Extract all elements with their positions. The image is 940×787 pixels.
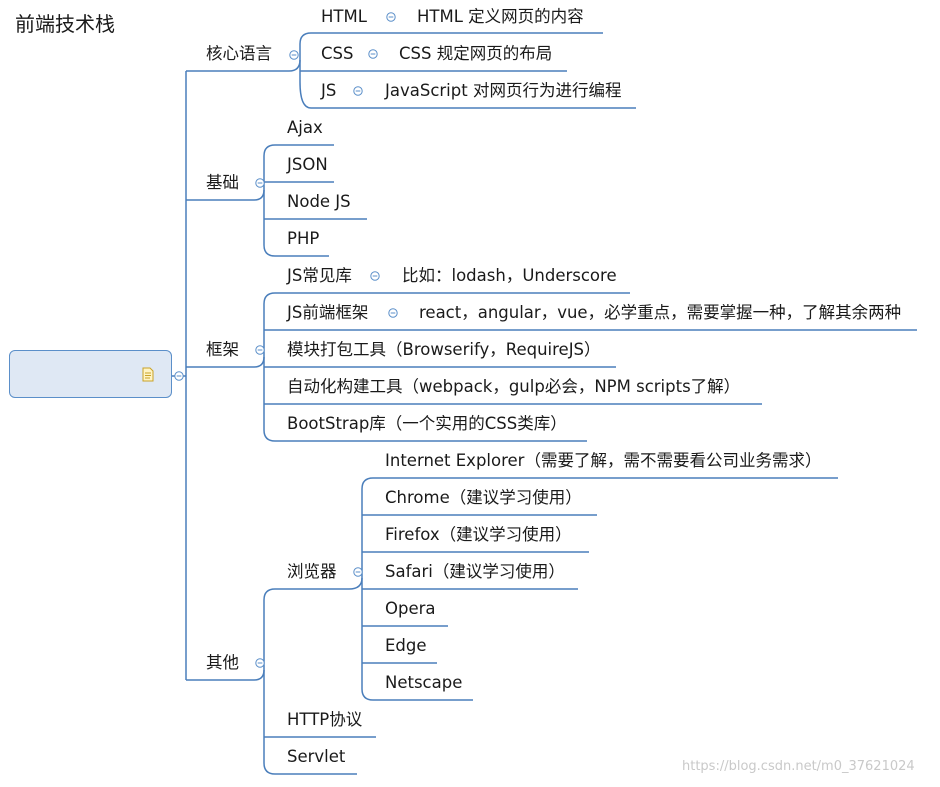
node-php[interactable]: PHP [287, 229, 320, 248]
node-http[interactable]: HTTP协议 [287, 710, 363, 729]
node-browsers[interactable]: 浏览器 [287, 562, 337, 581]
collapse-js-library-toggle-icon[interactable] [370, 271, 380, 281]
node-js-framework[interactable]: JS前端框架 [287, 303, 369, 322]
collapse-basics-toggle-icon[interactable] [255, 178, 265, 188]
node-ajax[interactable]: Ajax [287, 118, 323, 137]
node-opera[interactable]: Opera [385, 599, 436, 618]
collapse-js-framework-toggle-icon[interactable] [388, 308, 398, 318]
node-module-bundler[interactable]: 模块打包工具（Browserify，RequireJS） [287, 340, 601, 359]
watermark: https://blog.csdn.net/m0_37621024 [682, 759, 915, 774]
collapse-root-toggle-icon[interactable] [174, 371, 184, 381]
collapse-html-toggle-icon[interactable] [386, 12, 396, 22]
branch-other[interactable]: 其他 [206, 653, 239, 672]
node-js-framework-desc[interactable]: react，angular，vue，必学重点，需要掌握一种，了解其余两种 [419, 303, 902, 322]
branch-core-language[interactable]: 核心语言 [206, 44, 272, 63]
node-html-desc[interactable]: HTML 定义网页的内容 [417, 7, 584, 26]
node-nodejs[interactable]: Node JS [287, 192, 351, 211]
node-internet-explorer[interactable]: Internet Explorer（需要了解，需不需要看公司业务需求） [385, 451, 822, 470]
node-edge[interactable]: Edge [385, 636, 427, 655]
node-netscape[interactable]: Netscape [385, 673, 463, 692]
node-firefox[interactable]: Firefox（建议学习使用） [385, 525, 572, 544]
branch-frameworks[interactable]: 框架 [206, 340, 239, 359]
note-icon[interactable] [142, 367, 154, 382]
node-js-library[interactable]: JS常见库 [287, 266, 352, 285]
collapse-css-toggle-icon[interactable] [368, 49, 378, 59]
node-build-tools[interactable]: 自动化构建工具（webpack，gulp必会，NPM scripts了解） [287, 377, 741, 396]
node-js-desc[interactable]: JavaScript 对网页行为进行编程 [385, 81, 622, 100]
node-js-library-desc[interactable]: 比如：lodash，Underscore [402, 266, 617, 285]
branch-basics[interactable]: 基础 [206, 173, 239, 192]
node-css[interactable]: CSS [321, 44, 354, 63]
collapse-core-toggle-icon[interactable] [289, 50, 299, 60]
collapse-frameworks-toggle-icon[interactable] [255, 345, 265, 355]
node-css-desc[interactable]: CSS 规定网页的布局 [399, 44, 553, 63]
root-label: 前端技术栈 [15, 12, 115, 36]
collapse-other-toggle-icon[interactable] [255, 658, 265, 668]
root-node[interactable] [9, 350, 172, 398]
collapse-browsers-toggle-icon[interactable] [353, 567, 363, 577]
collapse-js-toggle-icon[interactable] [353, 86, 363, 96]
node-safari[interactable]: Safari（建议学习使用） [385, 562, 565, 581]
node-chrome[interactable]: Chrome（建议学习使用） [385, 488, 582, 507]
node-js[interactable]: JS [321, 81, 337, 100]
node-bootstrap[interactable]: BootStrap库（一个实用的CSS类库） [287, 414, 567, 433]
node-json[interactable]: JSON [287, 155, 328, 174]
node-servlet[interactable]: Servlet [287, 747, 346, 766]
node-html[interactable]: HTML [321, 7, 367, 26]
